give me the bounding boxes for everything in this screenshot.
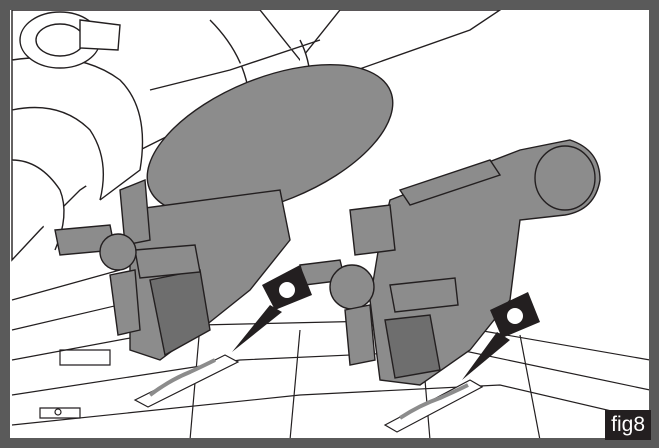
right-pod [299, 139, 601, 386]
figure-label: fig8 [605, 410, 651, 440]
hand-marker-icon [232, 265, 312, 352]
mounting-slots [133, 354, 484, 433]
engine-nacelle [11, 9, 503, 262]
left-pod [54, 63, 394, 361]
hand-marker-icon [462, 292, 540, 380]
